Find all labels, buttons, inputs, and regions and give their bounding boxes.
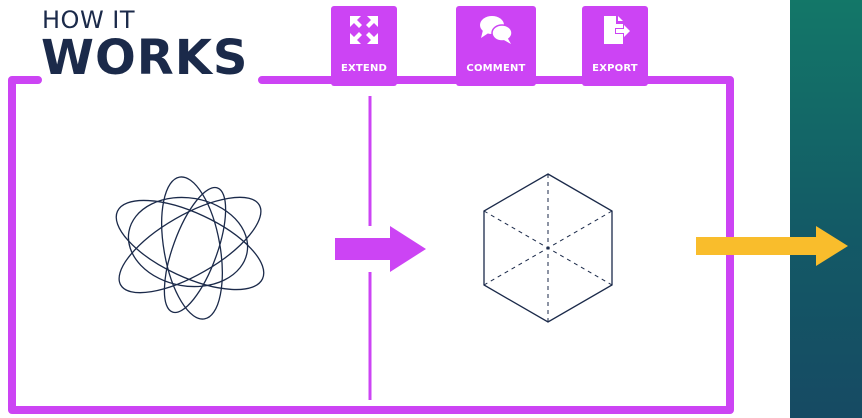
title-line-1: HOW IT [42, 6, 136, 34]
speech-bubbles-icon [480, 16, 513, 44]
extend-button[interactable]: EXTEND [331, 6, 397, 86]
tangled-loops-icon [115, 176, 265, 320]
output-arrow [696, 226, 848, 266]
export-label: EXPORT [592, 63, 638, 74]
workflow-frame [8, 76, 734, 414]
process-arrow [335, 226, 426, 272]
comment-button[interactable]: COMMENT [456, 6, 536, 86]
file-export-icon [604, 16, 630, 44]
output-panel [790, 0, 862, 418]
title-line-2: WORKS [41, 30, 249, 86]
comment-label: COMMENT [466, 63, 526, 74]
extend-label: EXTEND [340, 63, 388, 74]
hexagon-icon [483, 173, 613, 323]
export-button[interactable]: EXPORT [582, 6, 648, 86]
expand-arrows-icon [350, 16, 378, 44]
